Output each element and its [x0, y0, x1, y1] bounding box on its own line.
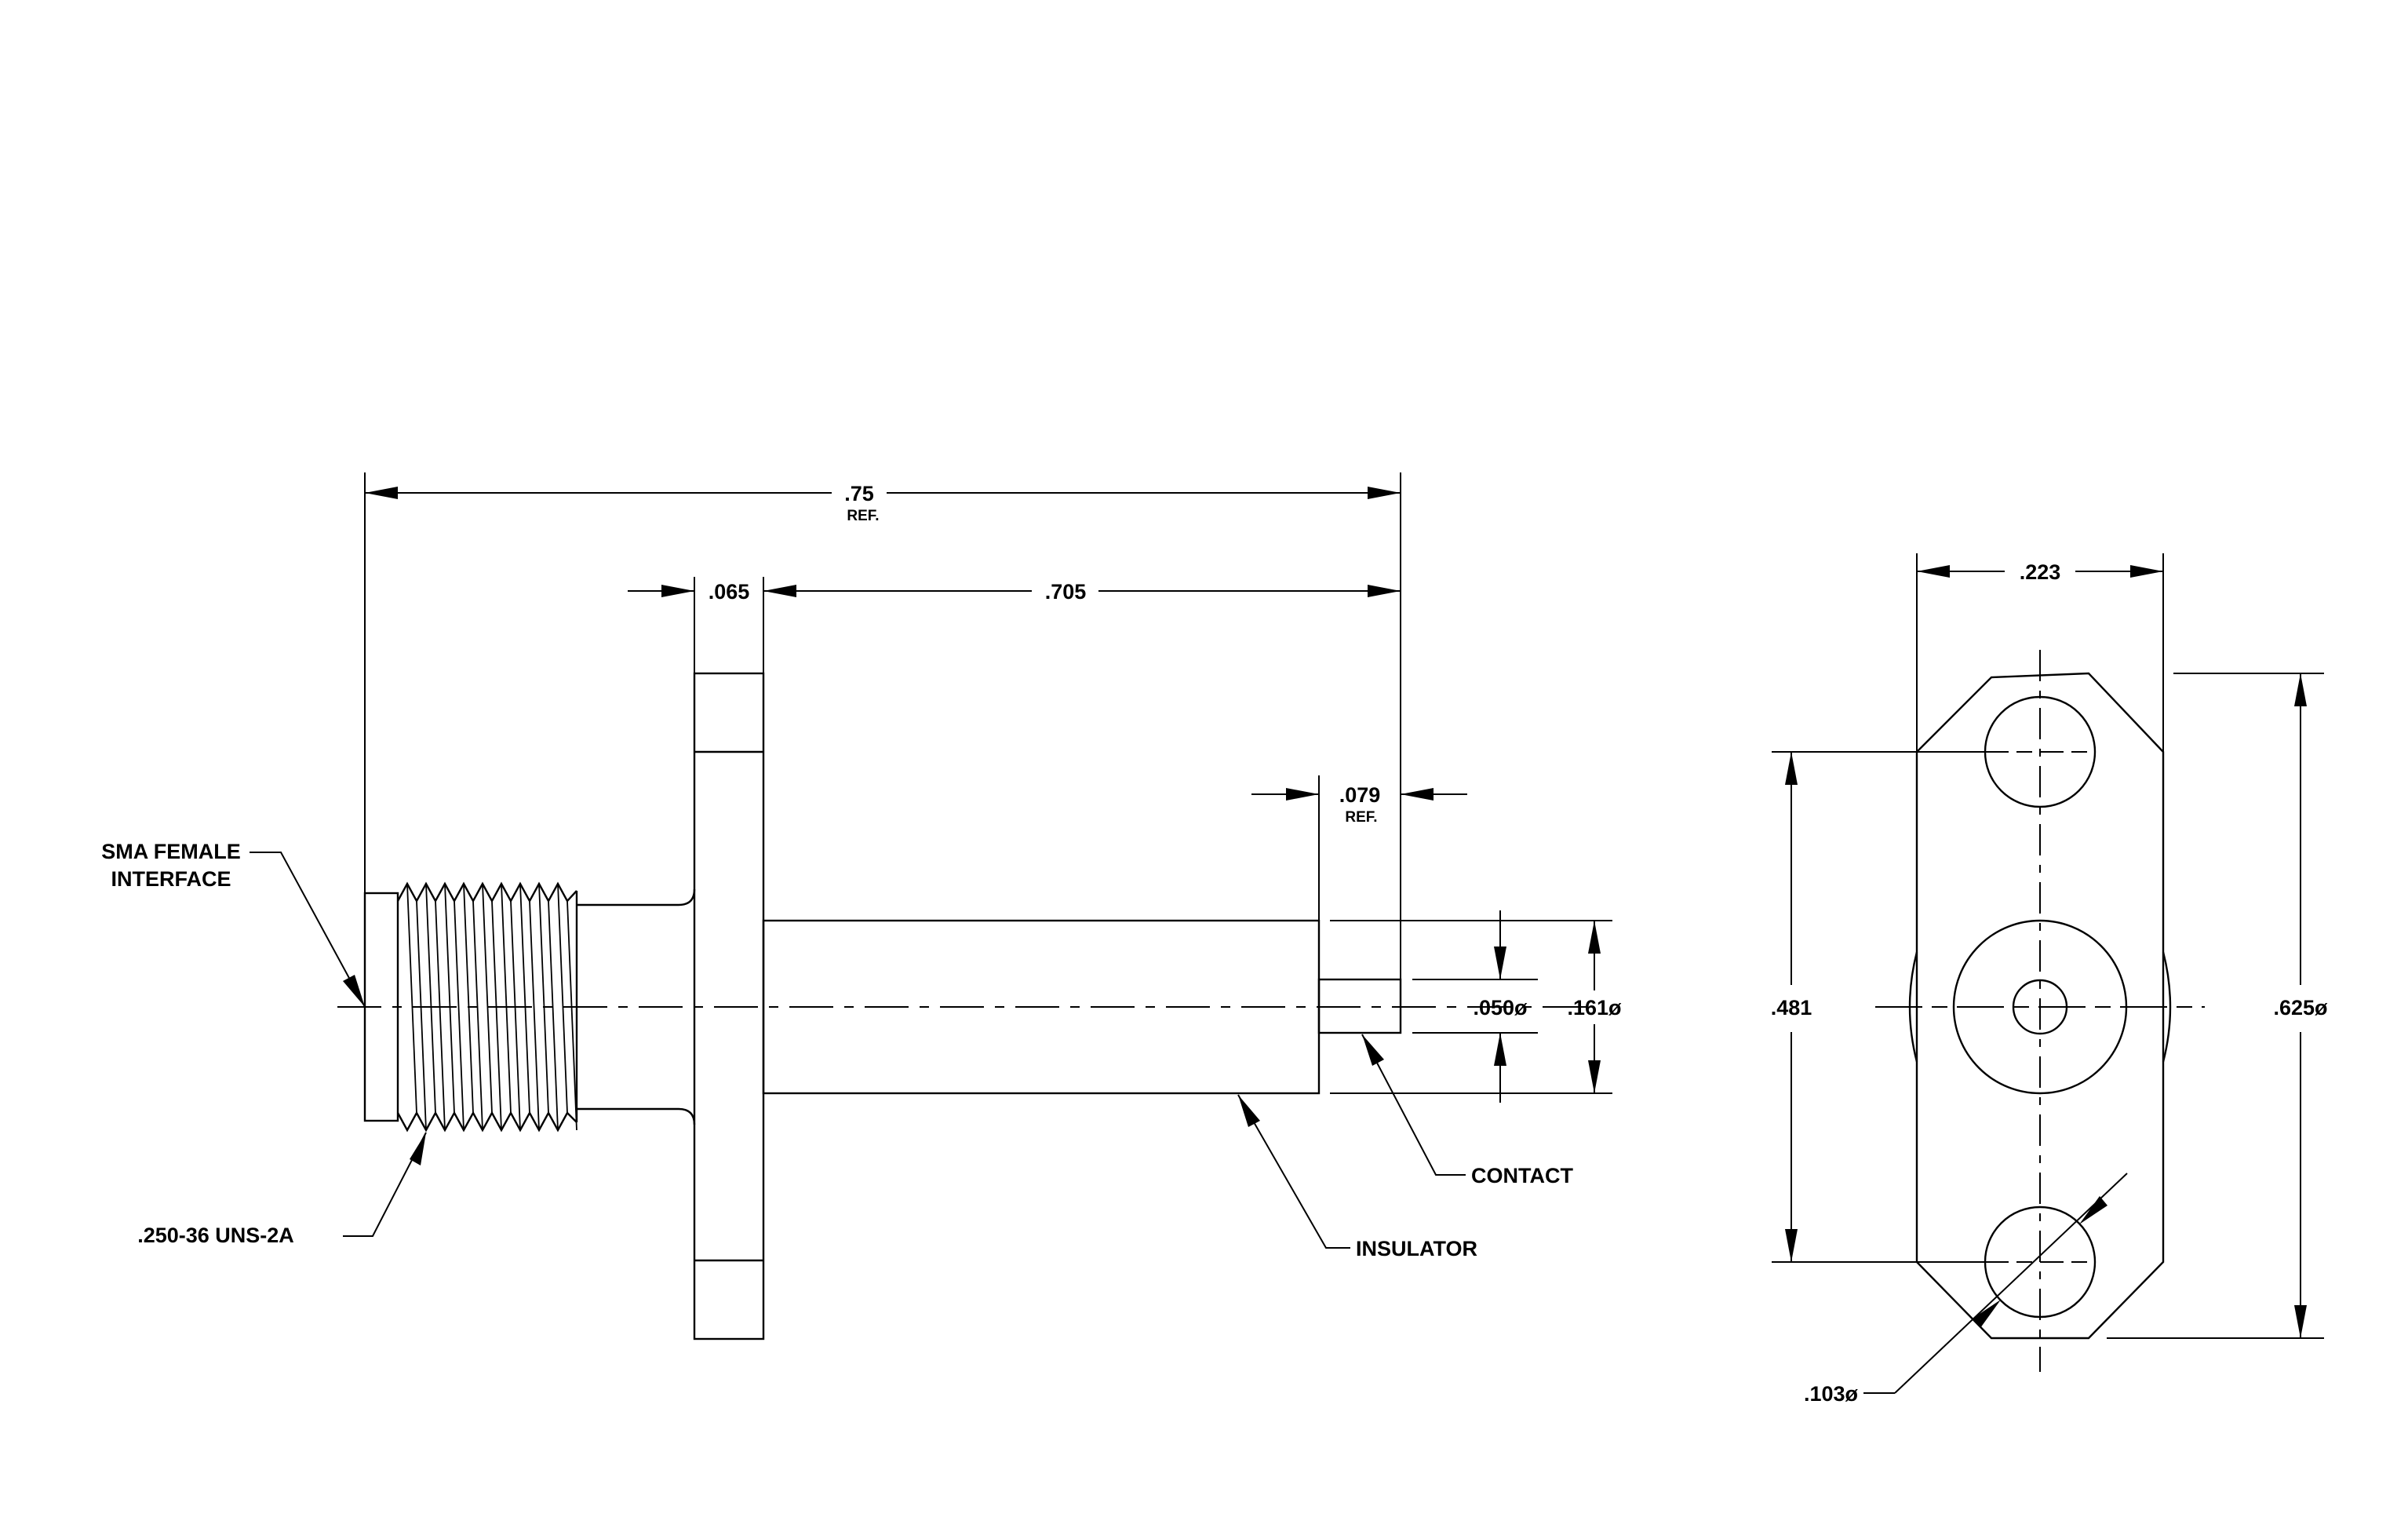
arrow-head — [1368, 585, 1401, 597]
front-side-bulge-right — [2162, 951, 2172, 1063]
dim-contact-ref: REF. — [1345, 809, 1377, 826]
arrow-head — [1401, 788, 1434, 801]
arrow-head — [2294, 1305, 2307, 1338]
dim-contact-dia: .050ø — [1473, 996, 1528, 1019]
dim-overall-length: .75 — [844, 482, 874, 505]
arrow-head — [1917, 565, 1950, 578]
dim-flange-width: .223 — [2020, 560, 2061, 584]
arrow-head — [410, 1133, 426, 1165]
leader-insulator — [1237, 1094, 1350, 1249]
side-dimensions: .75 REF. .065 .705 .079 REF. .050ø — [364, 472, 1622, 1103]
leader-hole-dia — [1894, 1173, 2128, 1394]
leader-thread — [343, 1132, 427, 1237]
front-dimensions: .223 .481 .625ø .103ø — [1771, 553, 2328, 1406]
arrow-head — [343, 975, 365, 1007]
front-view — [1875, 650, 2205, 1372]
side-callouts: SMA FEMALE INTERFACE .250-36 UNS-2A CONT… — [101, 840, 1573, 1260]
arrow-head — [2294, 673, 2307, 706]
arrow-head — [1588, 1060, 1601, 1093]
callout-sma-line1: SMA FEMALE — [101, 840, 241, 863]
side-view — [337, 672, 1593, 1340]
arrow-head — [1785, 752, 1798, 785]
callout-insulator: INSULATOR — [1356, 1237, 1477, 1260]
dim-body-length: .705 — [1045, 580, 1087, 604]
arrow-head — [1588, 921, 1601, 954]
callout-thread: .250-36 UNS-2A — [137, 1224, 294, 1247]
dim-flange-height: .625ø — [2273, 996, 2328, 1019]
dim-hole-spacing: .481 — [1771, 996, 1812, 1019]
callout-sma-line2: INTERFACE — [111, 867, 231, 891]
neck-bottom — [577, 1107, 696, 1125]
arrow-head — [2079, 1196, 2107, 1224]
contact-pin — [1317, 978, 1402, 1034]
thread-crest-top — [396, 881, 577, 903]
arrow-head — [1973, 1300, 2001, 1328]
arrow-head — [661, 585, 694, 597]
thread-lines — [406, 883, 577, 1131]
threaded-section — [396, 881, 578, 1133]
dim-contact-length: .079 — [1339, 783, 1381, 807]
arrow-head — [1368, 487, 1401, 499]
arrow-head — [1494, 947, 1506, 979]
arrow-head — [1238, 1095, 1260, 1127]
leader-contact — [1361, 1034, 1466, 1176]
thread-crest-bottom — [396, 1111, 577, 1133]
dim-overall-ref: REF. — [847, 508, 879, 524]
front-flange-outline — [1915, 672, 2165, 1340]
arrow-head — [1785, 1229, 1798, 1262]
neck-top — [577, 888, 696, 906]
arrow-head — [1494, 1033, 1506, 1066]
dim-flange-thickness: .065 — [709, 580, 750, 604]
dim-insulator-dia: .161ø — [1567, 996, 1622, 1019]
arrow-head — [1362, 1034, 1384, 1066]
leader-sma — [250, 852, 366, 1008]
dim-hole-dia: .103ø — [1804, 1382, 1859, 1406]
arrow-head — [2130, 565, 2163, 578]
arrow-head — [1286, 788, 1319, 801]
arrow-head — [365, 487, 398, 499]
callout-contact: CONTACT — [1471, 1164, 1573, 1187]
